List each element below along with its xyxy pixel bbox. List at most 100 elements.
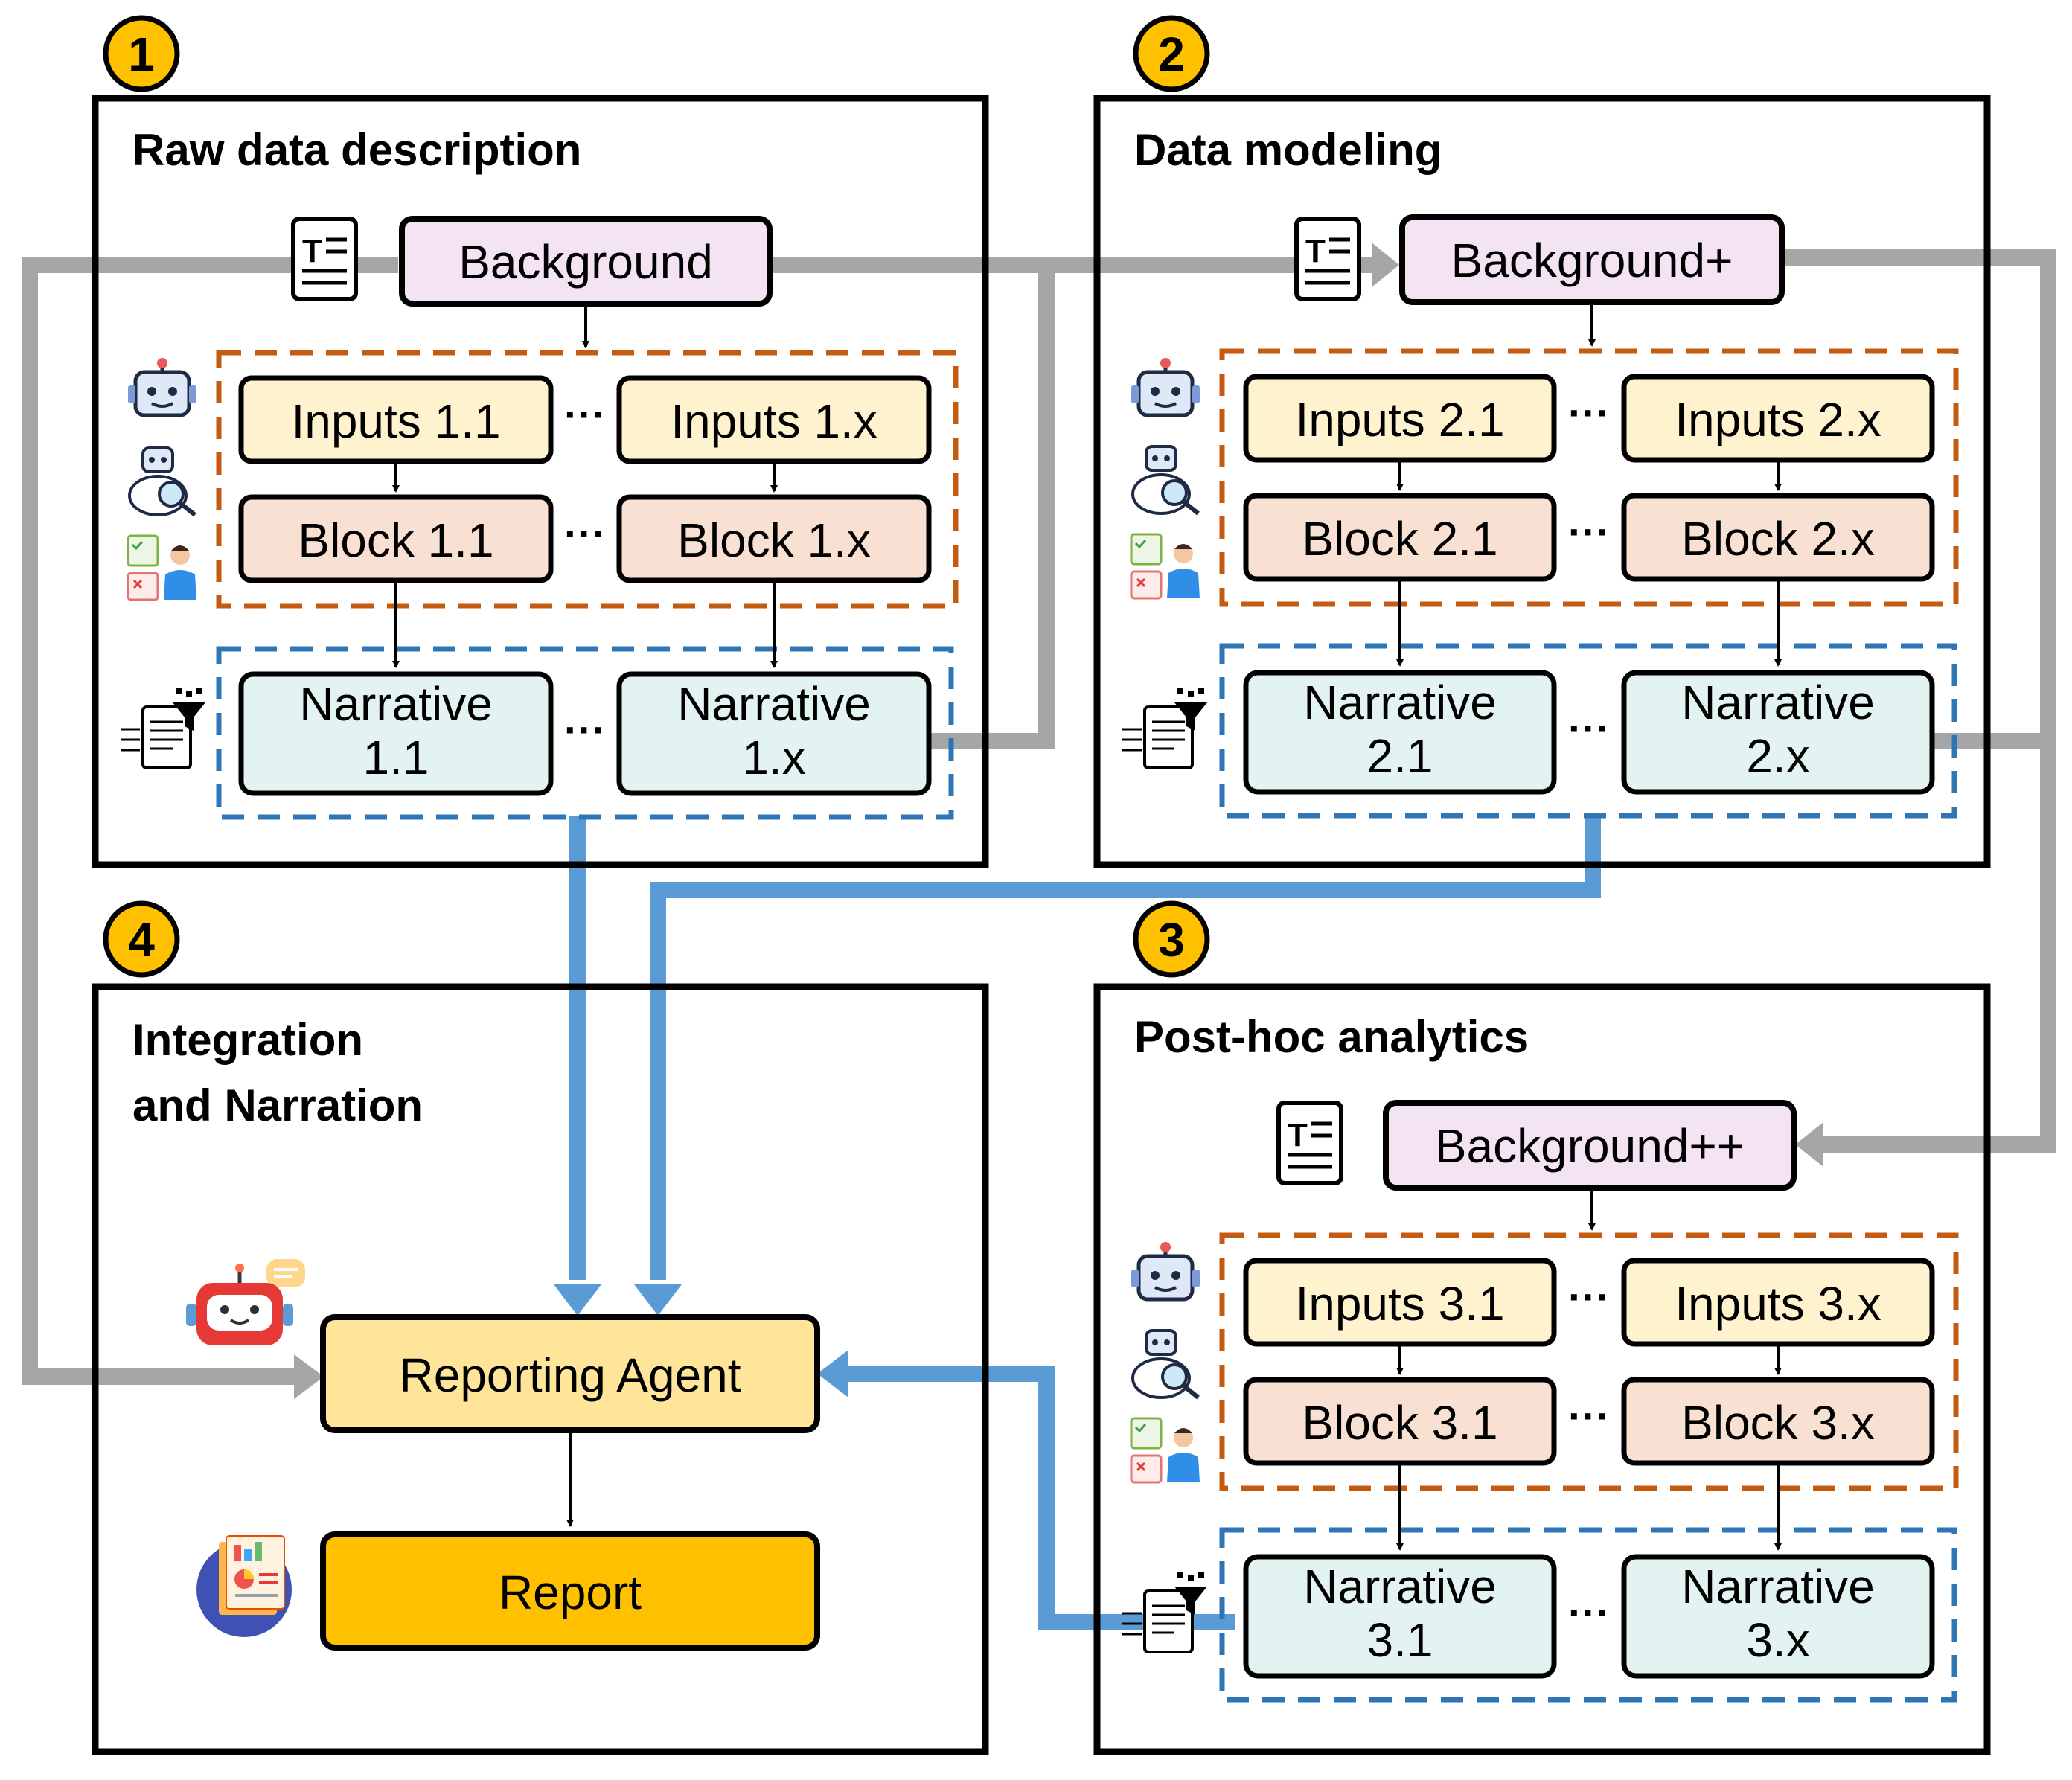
panel-2-title: Data modeling — [1134, 125, 1442, 175]
gray-arrow-background-to-agent — [22, 257, 398, 1385]
panel-1-title: Raw data description — [132, 125, 581, 175]
blue-connectors — [569, 816, 1601, 1630]
gray-arrow-narrative1x-to-p2 — [929, 265, 1055, 749]
panel-4-content: Reporting Agent Report — [320, 1314, 820, 1651]
document-funnel-icon — [121, 688, 205, 769]
person-checklist-icon — [1130, 1417, 1200, 1484]
block-label-p3-x: Block 3.x — [1681, 1396, 1875, 1450]
inputs-label-p2-1: Inputs 2.1 — [1295, 393, 1504, 446]
background-box-p3 — [1383, 1100, 1797, 1191]
svg-text:T: T — [1288, 1117, 1308, 1153]
blue-arrow-p2-to-agent — [650, 816, 1601, 1280]
inputs-label-p1-x: Inputs 1.x — [671, 394, 877, 448]
text-document-icon: T — [291, 217, 358, 301]
blue-arrowhead-p2 — [634, 1284, 682, 1316]
ellipsis: ··· — [1568, 705, 1610, 752]
robot-icon — [1131, 358, 1200, 417]
block-label-p3-1: Block 3.1 — [1302, 1396, 1497, 1450]
panel-2-content: Background+ Inputs 2.1 Inputs 2.x ··· Bl… — [1219, 214, 1959, 819]
narrative-label-p1-1-line2: 1.1 — [363, 731, 429, 784]
inputs-label-p1-1: Inputs 1.1 — [291, 394, 500, 448]
narrative-label-p1-1-line1: Narrative — [299, 677, 493, 731]
ellipsis: ··· — [1568, 1392, 1610, 1439]
gray-arrowhead-agent — [294, 1354, 324, 1399]
badge-2-label: 2 — [1158, 28, 1185, 81]
robot-search-icon — [128, 446, 196, 517]
inputs-label-p3-x: Inputs 3.x — [1675, 1277, 1881, 1331]
block-box-p3-x — [1621, 1377, 1935, 1466]
narrative-label-p2-1-line2: 2.1 — [1367, 729, 1433, 783]
gray-arrowhead-background-plus — [1372, 243, 1399, 287]
panel-2-frame — [1093, 95, 1991, 868]
panel-1-content: Background Inputs 1.1 Inputs 1.x ··· Blo… — [216, 216, 959, 820]
narrative-box-p2-1 — [1243, 670, 1557, 795]
person-checklist-icon — [1130, 533, 1200, 600]
document-funnel-icon — [1122, 1572, 1207, 1653]
badge-3: 3 — [1133, 900, 1210, 978]
badge-2: 2 — [1133, 15, 1210, 92]
inputs-label-p3-1: Inputs 3.1 — [1295, 1277, 1504, 1331]
badge-4-label: 4 — [128, 913, 155, 967]
panel-3-frame — [1093, 983, 1991, 1755]
ellipsis: ··· — [1568, 508, 1610, 555]
narrative-box-p1-1 — [238, 671, 554, 796]
narrative-label-p2-x-line2: 2.x — [1746, 729, 1809, 783]
narrative-box-p2-x — [1621, 670, 1935, 795]
background-box-p2 — [1399, 214, 1785, 305]
panel-4-frame — [92, 983, 989, 1755]
block-label-p2-1: Block 2.1 — [1302, 512, 1497, 566]
background-box-p1 — [399, 216, 773, 307]
blue-arrowhead-p1 — [554, 1284, 601, 1316]
block-box-p1-x — [616, 494, 932, 583]
block-label-p1-1: Block 1.1 — [298, 513, 493, 567]
ellipsis: ··· — [564, 391, 606, 438]
panel-1-frame — [92, 95, 989, 868]
orange-dashed-group-p3 — [1219, 1232, 1959, 1491]
inputs-box-p1-1 — [238, 375, 554, 464]
badge-1-label: 1 — [128, 28, 155, 81]
inputs-box-p3-x — [1621, 1258, 1935, 1347]
narrative-label-p1-x-line2: 1.x — [742, 731, 805, 784]
narrative-label-p2-1-line1: Narrative — [1303, 676, 1497, 729]
gray-arrow-background-plus-to-background-pp — [1782, 249, 2056, 1153]
badge-4: 4 — [103, 900, 180, 978]
gray-arrowhead-background-pp — [1795, 1122, 1823, 1167]
document-funnel-icon — [1122, 688, 1207, 769]
ellipsis: ··· — [564, 706, 606, 753]
robot-icon — [128, 358, 196, 417]
narrative-label-p3-1-line2: 3.1 — [1367, 1613, 1433, 1667]
chatbot-icon — [186, 1259, 305, 1345]
badge-3-label: 3 — [1158, 913, 1185, 967]
report-box — [320, 1531, 820, 1651]
text-document-icon: T — [1294, 217, 1361, 301]
block-label-p1-x: Block 1.x — [677, 513, 871, 567]
svg-text:T: T — [302, 233, 322, 269]
block-box-p3-1 — [1243, 1377, 1557, 1466]
blue-arrowhead-p3 — [817, 1350, 848, 1398]
blue-arrow-p3-to-agent — [841, 1366, 1235, 1630]
narrative-box-p3-x — [1621, 1554, 1935, 1679]
blue-dashed-group-p2 — [1219, 643, 1957, 819]
background-label-p1: Background — [458, 235, 713, 289]
robot-icon — [1131, 1242, 1200, 1302]
narrative-label-p1-x-line1: Narrative — [677, 677, 871, 731]
narrative-box-p3-1 — [1243, 1554, 1557, 1679]
robot-search-icon — [1131, 445, 1200, 516]
narrative-label-p2-x-line1: Narrative — [1681, 676, 1875, 729]
person-checklist-icon — [127, 534, 196, 601]
narrative-label-p3-x-line1: Narrative — [1681, 1560, 1875, 1613]
panel-4-title-line2: and Narration — [132, 1081, 423, 1130]
svg-text:T: T — [1305, 233, 1326, 269]
inputs-box-p3-1 — [1243, 1258, 1557, 1347]
panel-4-title-line1: Integration — [132, 1015, 363, 1065]
block-label-p2-x: Block 2.x — [1681, 512, 1875, 566]
ellipsis: ··· — [1568, 1273, 1610, 1320]
ellipsis: ··· — [1568, 389, 1610, 436]
blue-dashed-group-p1 — [216, 646, 954, 820]
ellipsis: ··· — [564, 510, 606, 557]
block-box-p2-1 — [1243, 493, 1557, 582]
orange-dashed-group-p1 — [216, 350, 959, 609]
gray-connectors — [22, 249, 2056, 1385]
inputs-box-p2-1 — [1243, 374, 1557, 463]
